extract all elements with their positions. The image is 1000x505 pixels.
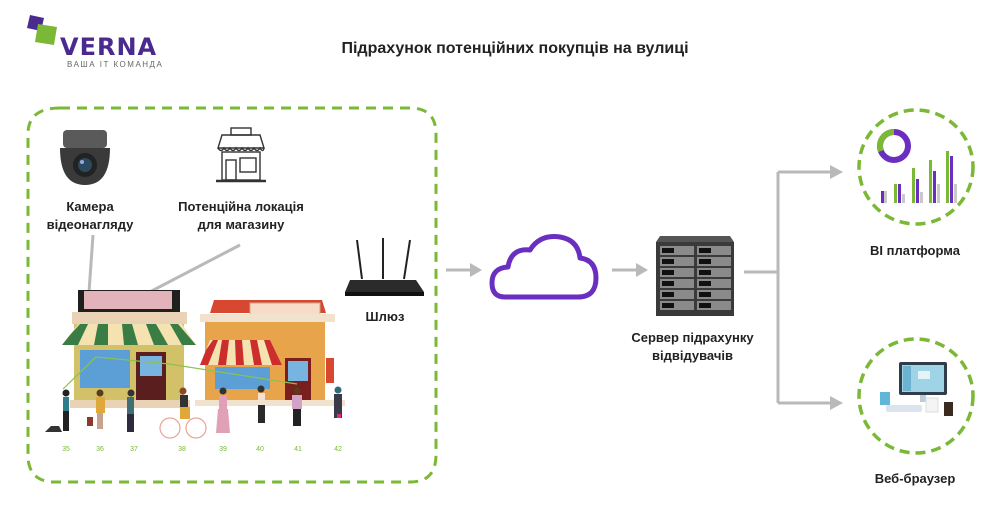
- dashboard-chart-icon: [857, 108, 975, 226]
- desktop-computer-icon: [857, 337, 975, 455]
- street-scene-illustration: [45, 290, 345, 439]
- person-count: 35: [62, 446, 70, 453]
- store-location-label: Потенційна локація для магазину: [170, 198, 312, 234]
- cloud-icon: [489, 234, 599, 300]
- store-label-line1: Потенційна локація: [178, 199, 304, 214]
- person-count: 42: [334, 446, 342, 453]
- flow-arrows: [446, 165, 843, 410]
- web-browser-label: Веб-браузер: [874, 471, 956, 486]
- person-count: 41: [294, 446, 302, 453]
- camera-label-line1: Камера: [66, 199, 114, 214]
- person-count: 40: [256, 446, 264, 453]
- person-count: 36: [96, 446, 104, 453]
- server-rack-icon: [656, 236, 734, 316]
- store-label-line2: для магазину: [197, 217, 285, 232]
- gateway-label: Шлюз: [365, 309, 405, 324]
- camera-label: Камера відеонагляду: [40, 198, 140, 234]
- camera-label-line2: відеонагляду: [46, 217, 134, 232]
- cctv-camera-icon: [60, 130, 110, 185]
- storefront-icon: [216, 127, 266, 183]
- logo-tagline: ВАША IT КОМАНДА: [67, 60, 164, 69]
- server-label-line1: Сервер підрахунку: [631, 330, 754, 345]
- logo-name: VERNA: [60, 33, 158, 61]
- bi-platform-label: BI платформа: [870, 243, 960, 258]
- person-count: 38: [178, 446, 186, 453]
- pedestrians: [45, 385, 342, 439]
- server-label-line2: відвідувачів: [652, 348, 733, 363]
- logo-mark-icon: [27, 15, 57, 45]
- server-label: Сервер підрахунку відвідувачів: [615, 329, 770, 365]
- person-count: 39: [219, 446, 227, 453]
- router-icon: [345, 238, 424, 296]
- street-zone-border: [26, 106, 438, 484]
- page-title: Підрахунок потенційних покупців на вулиц…: [341, 40, 689, 57]
- person-count: 37: [130, 446, 138, 453]
